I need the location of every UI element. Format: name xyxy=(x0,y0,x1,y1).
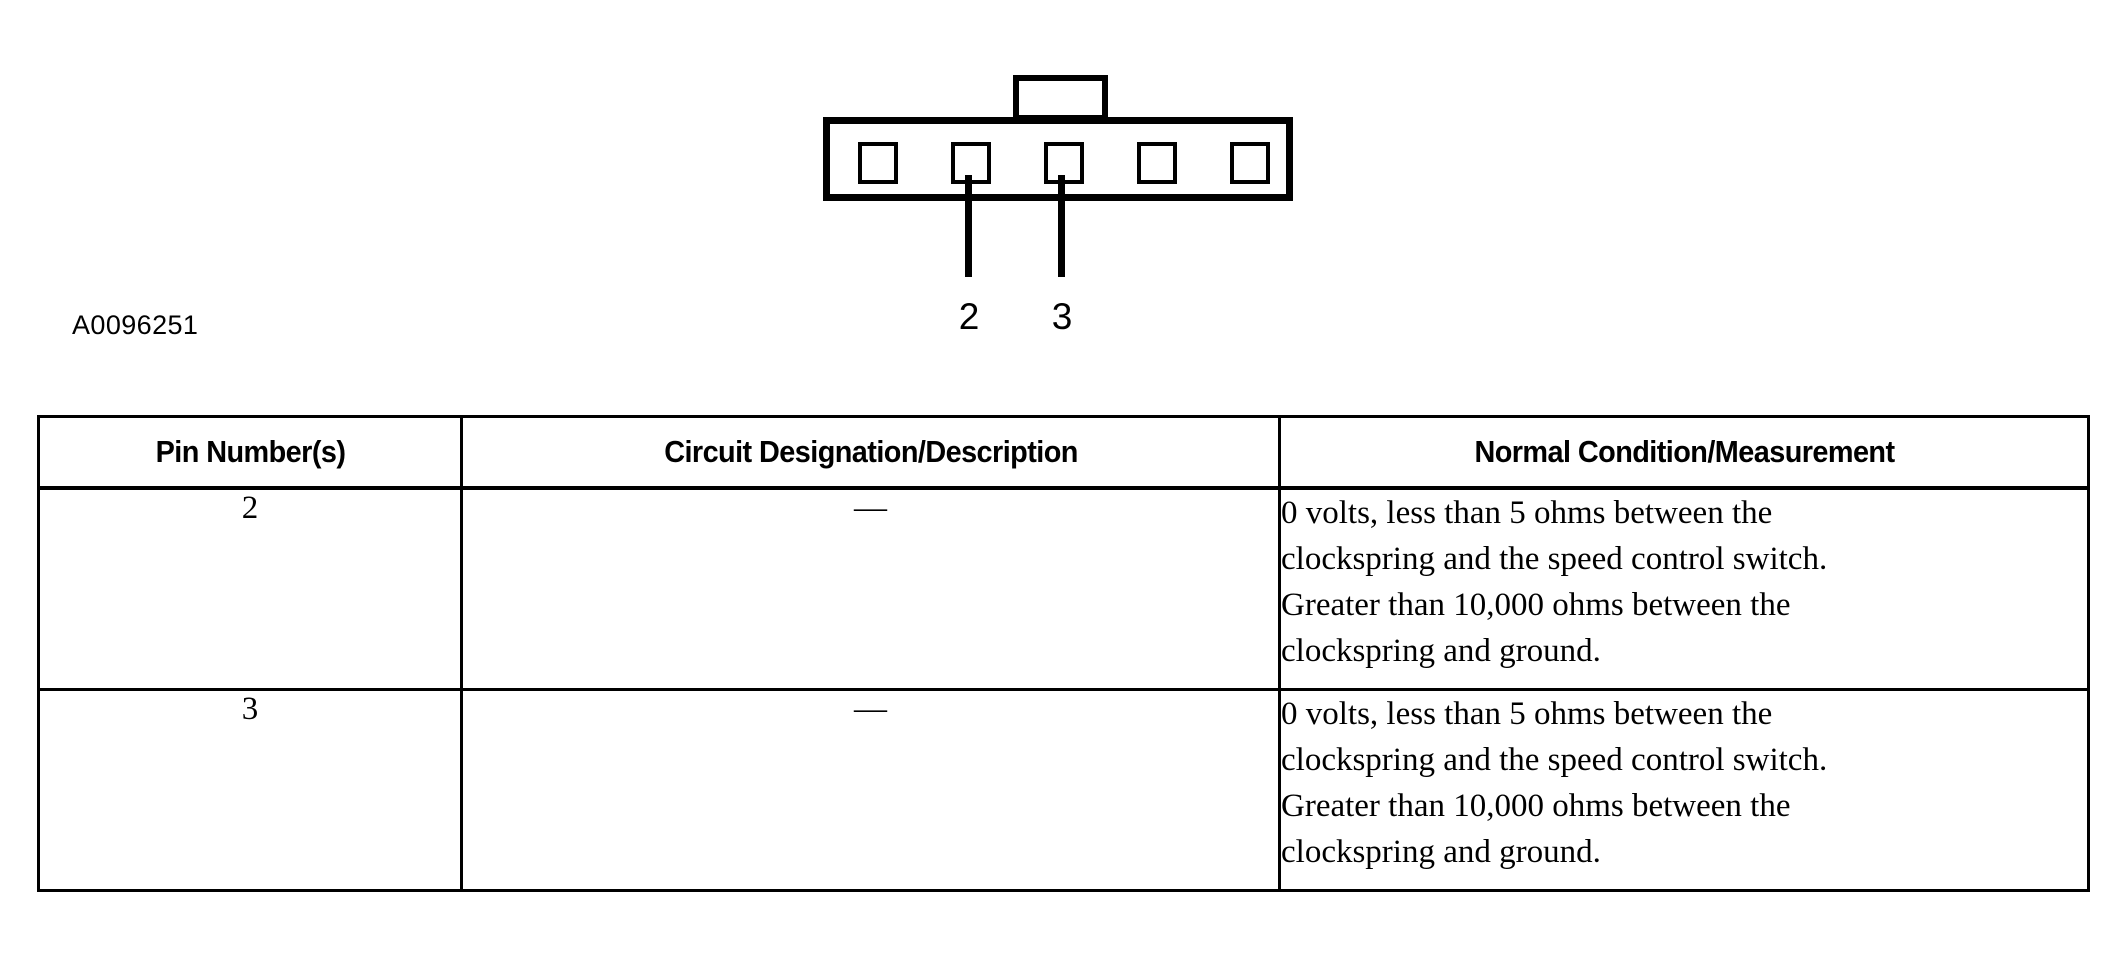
figure-id-label: A0096251 xyxy=(72,310,199,340)
cell-pin-number: 3 xyxy=(37,688,463,892)
condition-line: Greater than 10,000 ohms between the xyxy=(1281,788,1791,824)
condition-line: clockspring and ground. xyxy=(1281,834,1601,870)
table-row: 3 — 0 volts, less than 5 ohms between th… xyxy=(37,688,2090,892)
condition-line: clockspring and ground. xyxy=(1281,633,1601,669)
column-header-circuit-designation: Circuit Designation/Description xyxy=(488,415,1253,490)
cell-pin-number: 2 xyxy=(37,486,463,691)
column-header-pin-number: Pin Number(s) xyxy=(51,415,449,490)
pin-cavity-5 xyxy=(1230,142,1270,184)
connector-diagram: 2 3 A0096251 xyxy=(0,0,2124,400)
cell-normal-condition: 0 volts, less than 5 ohms between the cl… xyxy=(1278,688,2090,892)
pin-callout-2: 2 xyxy=(958,296,980,337)
pin-callout-3: 3 xyxy=(1051,296,1073,337)
column-header-normal-condition: Normal Condition/Measurement xyxy=(1306,415,2062,490)
condition-line: clockspring and the speed control switch… xyxy=(1281,742,1828,778)
connector-latch-tab-icon xyxy=(1013,75,1108,121)
table-header-row: Pin Number(s) Circuit Designation/Descri… xyxy=(39,415,2089,490)
pin-cavity-4 xyxy=(1137,142,1177,184)
leader-line-pin-2 xyxy=(965,175,972,277)
pin-cavity-1 xyxy=(858,142,898,184)
condition-line: Greater than 10,000 ohms between the xyxy=(1281,587,1791,623)
pin-specification-table: Pin Number(s) Circuit Designation/Descri… xyxy=(37,415,2090,892)
condition-line: 0 volts, less than 5 ohms between the xyxy=(1281,696,1773,732)
condition-line: 0 volts, less than 5 ohms between the xyxy=(1281,495,1773,531)
condition-line: clockspring and the speed control switch… xyxy=(1281,541,1828,577)
cell-circuit-designation: — xyxy=(460,688,1281,892)
table-row: 2 — 0 volts, less than 5 ohms between th… xyxy=(37,486,2090,691)
cell-circuit-designation: — xyxy=(460,486,1281,691)
leader-line-pin-3 xyxy=(1058,175,1065,277)
cell-normal-condition: 0 volts, less than 5 ohms between the cl… xyxy=(1278,486,2090,691)
